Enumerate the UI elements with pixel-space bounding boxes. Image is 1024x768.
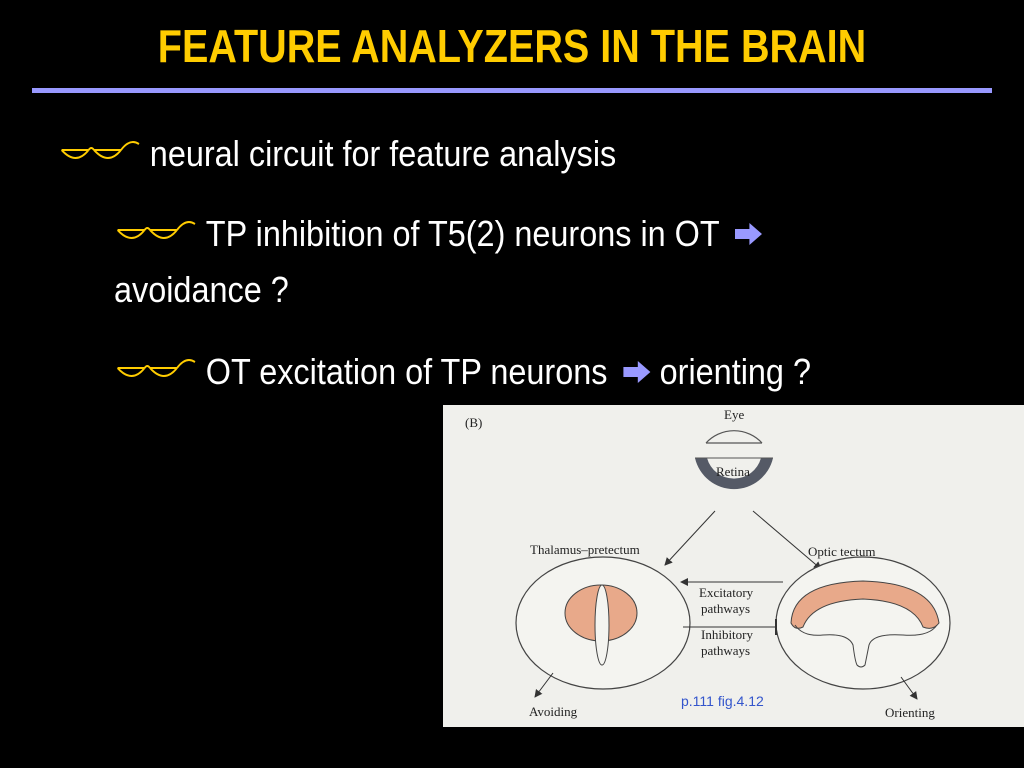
bullet-1-text: neural circuit for feature analysis: [149, 133, 617, 174]
right-arrow-icon: [623, 361, 651, 383]
excitatory-label-2: pathways: [701, 601, 750, 616]
title-divider: [32, 88, 992, 93]
thalamus-pretectum-structure: [515, 556, 691, 690]
slide-title: FEATURE ANALYZERS IN THE BRAIN: [157, 20, 867, 72]
neural-circuit-figure: (B) Eye Retina Thalamus–pretectum Optic …: [443, 405, 1024, 727]
eye-to-thalamus-arrow: [664, 510, 716, 566]
orienting-label: Orienting: [885, 705, 935, 720]
figure-caption: p.111 fig.4.12: [681, 693, 764, 709]
inhibitory-label-2: pathways: [701, 643, 750, 658]
circuit-diagram: (B) Eye Retina Thalamus–pretectum Optic …: [465, 407, 951, 720]
eye-label: Eye: [724, 407, 744, 422]
thalamus-label: Thalamus–pretectum: [530, 542, 640, 557]
avoiding-arrow: [534, 672, 554, 698]
bullet-3: OT excitation of TP neurons orienting ?: [114, 350, 811, 394]
eyeglasses-icon: [116, 221, 196, 239]
retina-label: Retina: [716, 464, 750, 479]
bullet-2: TP inhibition of T5(2) neurons in OT: [114, 212, 771, 256]
avoiding-label: Avoiding: [529, 704, 578, 719]
orienting-arrow: [900, 676, 918, 700]
bullet-2-text: TP inhibition of T5(2) neurons in OT: [205, 213, 720, 254]
bullet-1: neural circuit for feature analysis: [58, 132, 616, 176]
right-arrow-icon: [735, 223, 763, 245]
excitatory-label-1: Excitatory: [699, 585, 754, 600]
bullet-2-continuation: avoidance ?: [114, 269, 289, 310]
bullet-3-text-after: orienting ?: [659, 351, 811, 392]
eyeglasses-icon: [60, 141, 140, 159]
eye-to-tectum-arrow: [752, 510, 822, 570]
panel-label: (B): [465, 415, 482, 430]
tectum-label: Optic tectum: [808, 544, 876, 559]
inhibitory-label-1: Inhibitory: [701, 627, 753, 642]
eyeglasses-icon: [116, 359, 196, 377]
optic-tectum-structure: [775, 556, 951, 690]
bullet-3-text-before: OT excitation of TP neurons: [205, 351, 608, 392]
eye-shape: [695, 430, 773, 490]
